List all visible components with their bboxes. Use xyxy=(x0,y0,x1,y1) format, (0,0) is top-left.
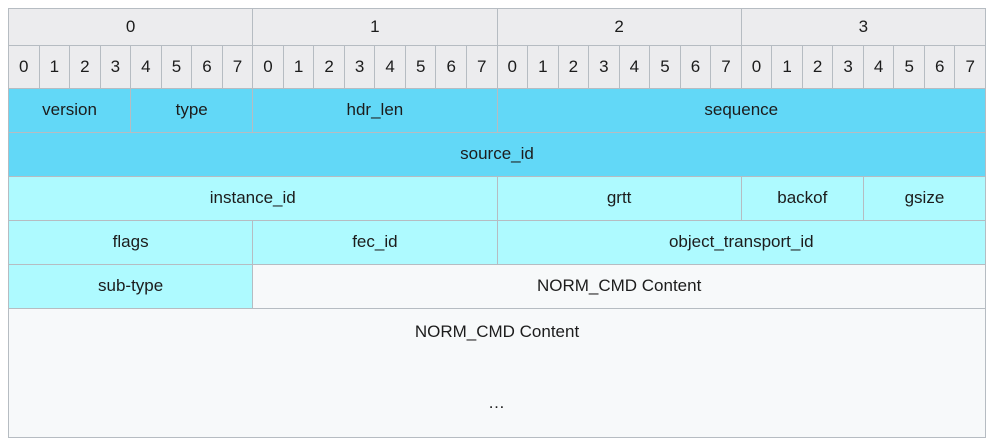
field-instance-id: instance_id xyxy=(8,176,498,221)
field-sequence: sequence xyxy=(496,88,986,133)
bit-index-6: 6 xyxy=(191,45,223,89)
byte-index-3: 3 xyxy=(740,8,987,46)
bit-index-0: 0 xyxy=(8,45,40,89)
bit-index-4: 4 xyxy=(130,45,162,89)
bit-index-27: 3 xyxy=(832,45,864,89)
bit-index-21: 5 xyxy=(649,45,681,89)
bit-index-17: 1 xyxy=(527,45,559,89)
payload-label: NORM_CMD Content xyxy=(414,322,580,341)
bit-index-2: 2 xyxy=(69,45,101,89)
field-object-transport-id: object_transport_id xyxy=(496,220,986,265)
field-fec-id: fec_id xyxy=(252,220,498,265)
bit-index-29: 5 xyxy=(893,45,925,89)
bit-index-19: 3 xyxy=(588,45,620,89)
bit-index-28: 4 xyxy=(862,45,895,89)
bit-index-8: 0 xyxy=(252,45,284,89)
bit-index-13: 5 xyxy=(404,45,437,89)
bit-index-30: 6 xyxy=(923,45,956,89)
field-gsize: gsize xyxy=(862,176,987,221)
field-grtt: grtt xyxy=(496,176,742,221)
bit-index-23: 7 xyxy=(710,45,742,89)
bit-index-14: 6 xyxy=(435,45,467,89)
bit-index-11: 3 xyxy=(343,45,376,89)
payload-ellipsis: … xyxy=(488,393,506,412)
bit-index-24: 0 xyxy=(740,45,773,89)
bit-index-26: 2 xyxy=(801,45,834,89)
field-flags: flags xyxy=(7,220,254,265)
packet-payload-row: NORM_CMD Content … xyxy=(8,308,986,438)
bit-index-15: 7 xyxy=(465,45,498,89)
bit-index-5: 5 xyxy=(160,45,193,89)
field-backof: backof xyxy=(740,176,864,221)
byte-index-0: 0 xyxy=(7,8,254,46)
bit-index-25: 1 xyxy=(771,45,803,89)
byte-index-1: 1 xyxy=(252,8,498,46)
field-norm-cmd-content: NORM_CMD Content xyxy=(252,264,986,309)
bit-index-18: 2 xyxy=(557,45,590,89)
field-type: type xyxy=(130,88,254,133)
bit-index-3: 3 xyxy=(99,45,132,89)
bit-index-7: 7 xyxy=(221,45,254,89)
bit-index-10: 2 xyxy=(313,45,345,89)
bit-index-22: 6 xyxy=(679,45,712,89)
byte-index-2: 2 xyxy=(496,8,742,46)
bit-index-16: 0 xyxy=(496,45,529,89)
field-sub-type: sub-type xyxy=(7,264,254,309)
field-hdr-len: hdr_len xyxy=(252,88,498,133)
bit-index-12: 4 xyxy=(374,45,406,89)
bit-index-9: 1 xyxy=(282,45,315,89)
payload-block: NORM_CMD Content … xyxy=(8,308,986,438)
packet-row-1: source_id xyxy=(8,132,986,177)
bit-index-20: 4 xyxy=(618,45,651,89)
field-source-id: source_id xyxy=(8,132,986,177)
field-version: version xyxy=(7,88,132,133)
bit-index-1: 1 xyxy=(38,45,71,89)
bit-index-31: 7 xyxy=(954,45,986,89)
